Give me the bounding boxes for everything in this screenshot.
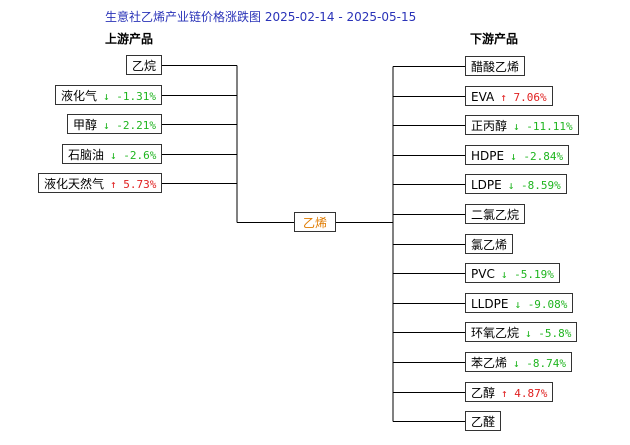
downstream-node-name: EVA — [471, 90, 495, 104]
downstream-node-change-value: -2.84% — [523, 150, 564, 163]
downstream-node-change-value: -9.08% — [527, 298, 568, 311]
downstream-node-change: ↓ -8.59% — [508, 179, 561, 192]
downstream-node-change: ↓ -11.11% — [513, 120, 573, 133]
downstream-node[interactable]: 正丙醇 ↓ -11.11% — [465, 115, 579, 135]
downstream-node[interactable]: LDPE ↓ -8.59% — [465, 174, 567, 194]
downstream-node-name: 醋酸乙烯 — [471, 60, 520, 74]
downstream-node-change: ↓ -2.84% — [510, 150, 563, 163]
chart-title: 生意社乙烯产业链价格涨跌图 2025-02-14 - 2025-05-15 — [105, 10, 417, 24]
arrow-down-icon: ↓ — [513, 357, 527, 370]
downstream-node[interactable]: HDPE ↓ -2.84% — [465, 145, 570, 165]
arrow-down-icon: ↓ — [103, 119, 117, 132]
downstream-node-name: PVC — [471, 267, 495, 281]
upstream-node[interactable]: 液化气 ↓ -1.31% — [55, 85, 163, 105]
upstream-node-name: 甲醇 — [73, 118, 98, 132]
downstream-node-change-value: -11.11% — [526, 120, 573, 133]
upstream-node-name: 液化天然气 — [44, 177, 105, 191]
downstream-node[interactable]: 乙醇 ↑ 4.87% — [465, 382, 554, 402]
arrow-down-icon: ↓ — [110, 149, 124, 162]
downstream-node-change: ↑ 7.06% — [500, 91, 546, 104]
downstream-node[interactable]: 苯乙烯 ↓ -8.74% — [465, 352, 573, 372]
downstream-node-name: HDPE — [471, 149, 505, 163]
downstream-node-name: 苯乙烯 — [471, 356, 508, 370]
arrow-up-icon: ↑ — [501, 387, 515, 400]
downstream-node-change: ↓ -5.19% — [501, 268, 554, 281]
downstream-node[interactable]: 醋酸乙烯 — [465, 56, 526, 76]
arrow-up-icon: ↑ — [110, 178, 124, 191]
downstream-node-change-value: -5.8% — [538, 327, 572, 340]
downstream-node-change: ↓ -9.08% — [514, 298, 567, 311]
downstream-node-name: 环氧乙烷 — [471, 326, 520, 340]
downstream-node-name: 乙醛 — [471, 415, 496, 429]
upstream-node-name: 乙烷 — [132, 59, 157, 73]
downstream-node[interactable]: 二氯乙烷 — [465, 204, 526, 224]
downstream-node[interactable]: 氯乙烯 — [465, 234, 514, 254]
downstream-node-name: LLDPE — [471, 297, 509, 311]
downstream-node-name: 二氯乙烷 — [471, 208, 520, 222]
arrow-down-icon: ↓ — [507, 179, 521, 192]
downstream-node-change: ↓ -8.74% — [513, 357, 566, 370]
downstream-node-change-value: -8.59% — [521, 179, 561, 192]
upstream-node[interactable]: 乙烷 — [126, 55, 163, 75]
upstream-node-change: ↓ -2.21% — [103, 119, 156, 132]
arrow-down-icon: ↓ — [510, 150, 524, 163]
upstream-node-change: ↓ -1.31% — [103, 90, 156, 103]
downstream-node-change: ↑ 4.87% — [501, 387, 547, 400]
arrow-down-icon: ↓ — [525, 327, 539, 340]
arrow-down-icon: ↓ — [103, 90, 117, 103]
center-node-label: 乙烯 — [302, 216, 327, 230]
upstream-node-name: 石脑油 — [68, 148, 105, 162]
arrow-down-icon: ↓ — [500, 268, 515, 281]
upstream-node-change: ↑ 5.73% — [110, 178, 156, 191]
downstream-node-change-value: -8.74% — [526, 357, 567, 370]
upstream-node[interactable]: 液化天然气 ↑ 5.73% — [38, 173, 163, 193]
downstream-node[interactable]: PVC ↓ -5.19% — [465, 263, 560, 283]
arrow-up-icon: ↑ — [500, 91, 514, 104]
downstream-node[interactable]: 乙醛 — [465, 411, 502, 431]
center-node[interactable]: 乙烯 — [294, 212, 336, 232]
upstream-node-change-value: -1.31% — [116, 90, 157, 103]
upstream-node[interactable]: 甲醇 ↓ -2.21% — [67, 114, 163, 134]
downstream-node[interactable]: EVA ↑ 7.06% — [465, 86, 553, 106]
upstream-node-change-value: -2.6% — [123, 149, 157, 162]
upstream-label: 上游产品 — [105, 32, 154, 46]
downstream-node-name: 正丙醇 — [471, 119, 508, 133]
upstream-node[interactable]: 石脑油 ↓ -2.6% — [62, 144, 163, 164]
downstream-node-name: 氯乙烯 — [471, 238, 508, 252]
downstream-node-change-value: 7.06% — [513, 91, 547, 104]
upstream-node-change-value: 5.73% — [123, 178, 157, 191]
downstream-node-name: LDPE — [471, 178, 502, 192]
downstream-label: 下游产品 — [470, 32, 519, 46]
downstream-node[interactable]: LLDPE ↓ -9.08% — [465, 293, 574, 313]
upstream-node-change: ↓ -2.6% — [110, 149, 156, 162]
upstream-node-name: 液化气 — [61, 89, 98, 103]
downstream-node-change-value: 4.87% — [514, 387, 548, 400]
arrow-down-icon: ↓ — [513, 120, 527, 133]
downstream-node-change: ↓ -5.8% — [525, 327, 571, 340]
arrow-down-icon: ↓ — [514, 298, 528, 311]
downstream-node-change-value: -5.19% — [514, 268, 554, 281]
upstream-node-change-value: -2.21% — [116, 119, 157, 132]
downstream-node[interactable]: 环氧乙烷 ↓ -5.8% — [465, 322, 578, 342]
downstream-node-name: 乙醇 — [471, 386, 496, 400]
